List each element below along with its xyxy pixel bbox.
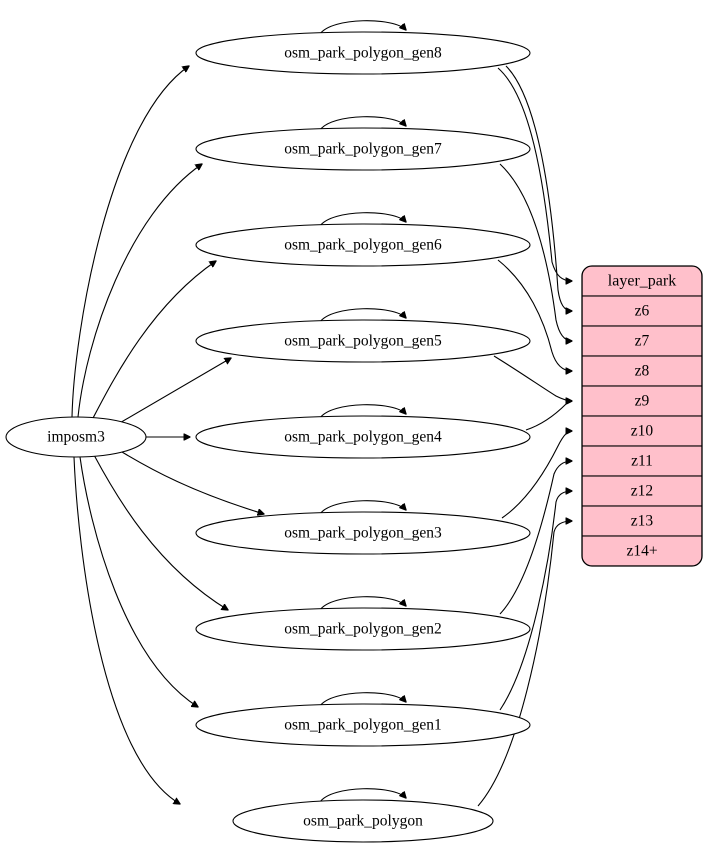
table-row-z7-cell[interactable]: [582, 325, 702, 357]
self-loop-gen8: [319, 20, 406, 35]
table-row-z9-cell[interactable]: [582, 385, 702, 417]
node-gen3-label: osm_park_polygon_gen3: [284, 525, 442, 542]
node-gen3-shape[interactable]: [195, 511, 531, 555]
edge-gen5-z10: [493, 355, 572, 401]
node-gen1-shape[interactable]: [195, 703, 531, 747]
edge-imposm3-gen3: [121, 451, 264, 514]
table-row-z14plus-cell[interactable]: [582, 535, 702, 566]
node-gen7-label: osm_park_polygon_gen7: [284, 141, 442, 158]
self-loop-gen6: [319, 212, 406, 227]
node-gen2[interactable]: osm_park_polygon_gen2: [195, 607, 531, 651]
edge-imposm3-gen5: [117, 358, 231, 425]
edge-gen8-z6: [497, 67, 572, 281]
node-gen8-shape[interactable]: [195, 31, 531, 75]
edge-gen6-z9: [497, 259, 572, 371]
edge-gen3-z11: [501, 431, 572, 519]
table-outline: [581, 265, 703, 567]
node-gen2-label: osm_park_polygon_gen2: [284, 621, 442, 638]
table-row-z11-label: z11: [631, 453, 653, 470]
edge-imposm3-gen6: [91, 261, 216, 421]
node-gen4[interactable]: osm_park_polygon_gen4: [195, 415, 531, 459]
table-row-z12-cell[interactable]: [582, 475, 702, 507]
self-loop-gen5: [319, 308, 406, 323]
node-base-shape[interactable]: [232, 799, 494, 843]
self-loop-gen4: [319, 404, 406, 419]
table-cells: layer_park z6 z7 z8 z9 z10 z11 z12 z13 z14+: [582, 266, 702, 566]
node-gen1-label: osm_park_polygon_gen1: [284, 717, 442, 734]
table-row-z6-label: z6: [635, 303, 650, 320]
table-row-z9-label: z9: [635, 393, 650, 410]
edge-imposm3-gen2: [93, 454, 228, 610]
node-gen4-label: osm_park_polygon_gen4: [284, 429, 442, 446]
node-gen3[interactable]: osm_park_polygon_gen3: [195, 511, 531, 555]
node-gen2-shape[interactable]: [195, 607, 531, 651]
table-header-label: layer_park: [608, 273, 676, 290]
table-row-z10-label: z10: [631, 423, 654, 440]
table-row-z7-label: z7: [635, 333, 650, 350]
table-row-z13-label: z13: [631, 513, 654, 530]
node-gen4-shape[interactable]: [195, 415, 531, 459]
edges-to-layer-park: [477, 65, 572, 807]
node-gen5-shape[interactable]: [195, 319, 531, 363]
table-row-z12-label: z12: [631, 483, 653, 500]
node-gen6[interactable]: osm_park_polygon_gen6: [195, 223, 531, 267]
layer-park-table: layer_park z6 z7 z8 z9 z10 z11 z12 z13 z14+: [581, 265, 703, 567]
node-gen6-label: osm_park_polygon_gen6: [284, 237, 442, 254]
edge-gen1-z13: [499, 491, 572, 711]
node-gen7[interactable]: osm_park_polygon_gen7: [195, 127, 531, 171]
node-gen5[interactable]: osm_park_polygon_gen5: [195, 319, 531, 363]
self-loop-gen7: [319, 116, 406, 131]
edge-gen2-z12: [499, 461, 572, 615]
node-gen5-label: osm_park_polygon_gen5: [284, 333, 442, 350]
self-loop-base: [319, 788, 406, 803]
node-gen7-shape[interactable]: [195, 127, 531, 171]
node-imposm3[interactable]: imposm3: [5, 416, 147, 458]
node-gen8-label: osm_park_polygon_gen8: [284, 45, 442, 62]
edges-from-imposm3: [71, 66, 264, 804]
edge-gen4-z10: [525, 401, 572, 431]
edge-imposm3-gen1: [79, 456, 198, 707]
edge-gen8-z7: [505, 65, 572, 311]
self-loop-gen3: [319, 500, 406, 515]
edge-imposm3-gen7: [77, 164, 202, 418]
self-loop-gen1: [319, 692, 406, 707]
node-gen6-shape[interactable]: [195, 223, 531, 267]
edge-gen7-z8: [499, 163, 572, 341]
node-base[interactable]: osm_park_polygon: [232, 799, 494, 843]
table-row-z10-cell[interactable]: [582, 415, 702, 447]
edges-self-loops: [319, 20, 406, 803]
node-imposm3-label: imposm3: [47, 429, 105, 446]
node-gen1[interactable]: osm_park_polygon_gen1: [195, 703, 531, 747]
node-base-label: osm_park_polygon: [303, 813, 423, 830]
table-row-z8-label: z8: [635, 363, 650, 380]
edge-imposm3-gen8: [71, 66, 189, 418]
edge-base-z14: [477, 521, 572, 807]
graph-nodes: imposm3 osm_park_polygon_gen8 osm_park_pol…: [5, 31, 531, 843]
table-row-z14plus-label: z14+: [626, 543, 657, 560]
node-gen8[interactable]: osm_park_polygon_gen8: [195, 31, 531, 75]
node-imposm3-shape[interactable]: [5, 416, 147, 458]
self-loop-gen2: [319, 596, 406, 611]
edge-imposm3-base: [73, 456, 180, 804]
